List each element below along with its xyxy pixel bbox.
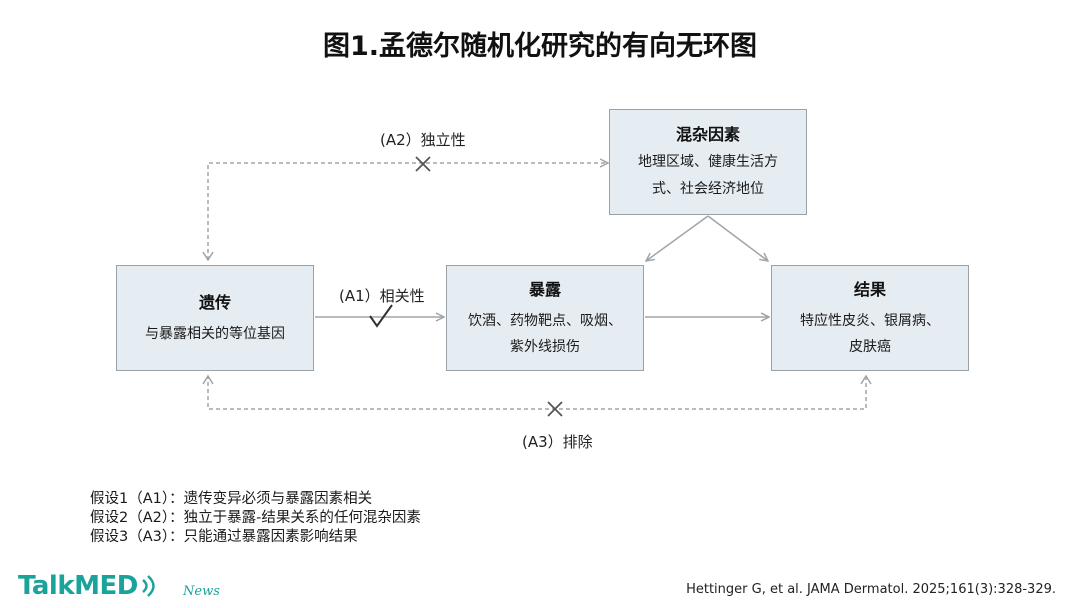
- node-exposure: 暴露 饮酒、药物靶点、吸烟、 紫外线损伤: [446, 265, 644, 371]
- a1-check-mark: [369, 304, 393, 328]
- edge-a3-exclusion: [207, 376, 867, 410]
- edge-a2-independence: [207, 163, 608, 260]
- assumption-1: 假设1（A1）：遗传变异必须与暴露因素相关: [90, 491, 373, 507]
- node-genetics-line-1: 与暴露相关的等位基因: [145, 326, 285, 342]
- edge-a2-start-arrow: [202, 251, 214, 262]
- node-exposure-line-1: 饮酒、药物靶点、吸烟、: [468, 313, 622, 329]
- node-exposure-title: 暴露: [528, 280, 561, 299]
- node-outcome-title: 结果: [853, 280, 886, 299]
- edge-a3-arrow-outcome: [860, 374, 872, 385]
- broadcast-icon: [141, 575, 155, 597]
- figure-title: 图1.孟德尔随机化研究的有向无环图: [322, 31, 758, 62]
- node-confounders: 混杂因素 地理区域、健康生活方 式、社会经济地位: [609, 109, 807, 215]
- edge-confounders-outcome: [707, 215, 768, 261]
- assumption-3: 假设3（A3）：只能通过暴露因素影响结果: [90, 529, 358, 545]
- a3-cross-mark: [547, 401, 563, 417]
- citation: Hettinger G, et al. JAMA Dermatol. 2025;…: [686, 582, 1056, 597]
- logo-text: TalkMED: [18, 571, 138, 601]
- node-confounders-line-2: 式、社会经济地位: [652, 181, 764, 197]
- node-outcome: 结果 特应性皮炎、银屑病、 皮肤癌: [771, 265, 969, 371]
- node-outcome-line-2: 皮肤癌: [849, 339, 891, 355]
- assumption-2: 假设2（A2）：独立于暴露-结果关系的任何混杂因素: [90, 510, 421, 526]
- a2-label: (A2）独立性: [380, 131, 466, 149]
- node-exposure-line-2: 紫外线损伤: [510, 339, 580, 355]
- logo-news: News: [183, 584, 220, 599]
- node-confounders-title: 混杂因素: [675, 125, 740, 144]
- edge-a3-arrow-genetics: [202, 374, 214, 385]
- a2-cross-mark: [415, 156, 431, 172]
- edge-confounders-exposure: [646, 215, 709, 261]
- assumptions-list: 假设1（A1）：遗传变异必须与暴露因素相关 假设2（A2）：独立于暴露-结果关系…: [90, 490, 421, 547]
- node-outcome-line-1: 特应性皮炎、银屑病、: [800, 313, 940, 329]
- a1-label: (A1）相关性: [339, 287, 425, 305]
- node-confounders-line-1: 地理区域、健康生活方: [638, 154, 778, 170]
- node-genetics-title: 遗传: [198, 293, 231, 312]
- a3-label: (A3）排除: [522, 433, 593, 451]
- talkmed-logo: TalkMED: [18, 566, 162, 606]
- node-genetics: 遗传 与暴露相关的等位基因: [116, 265, 314, 371]
